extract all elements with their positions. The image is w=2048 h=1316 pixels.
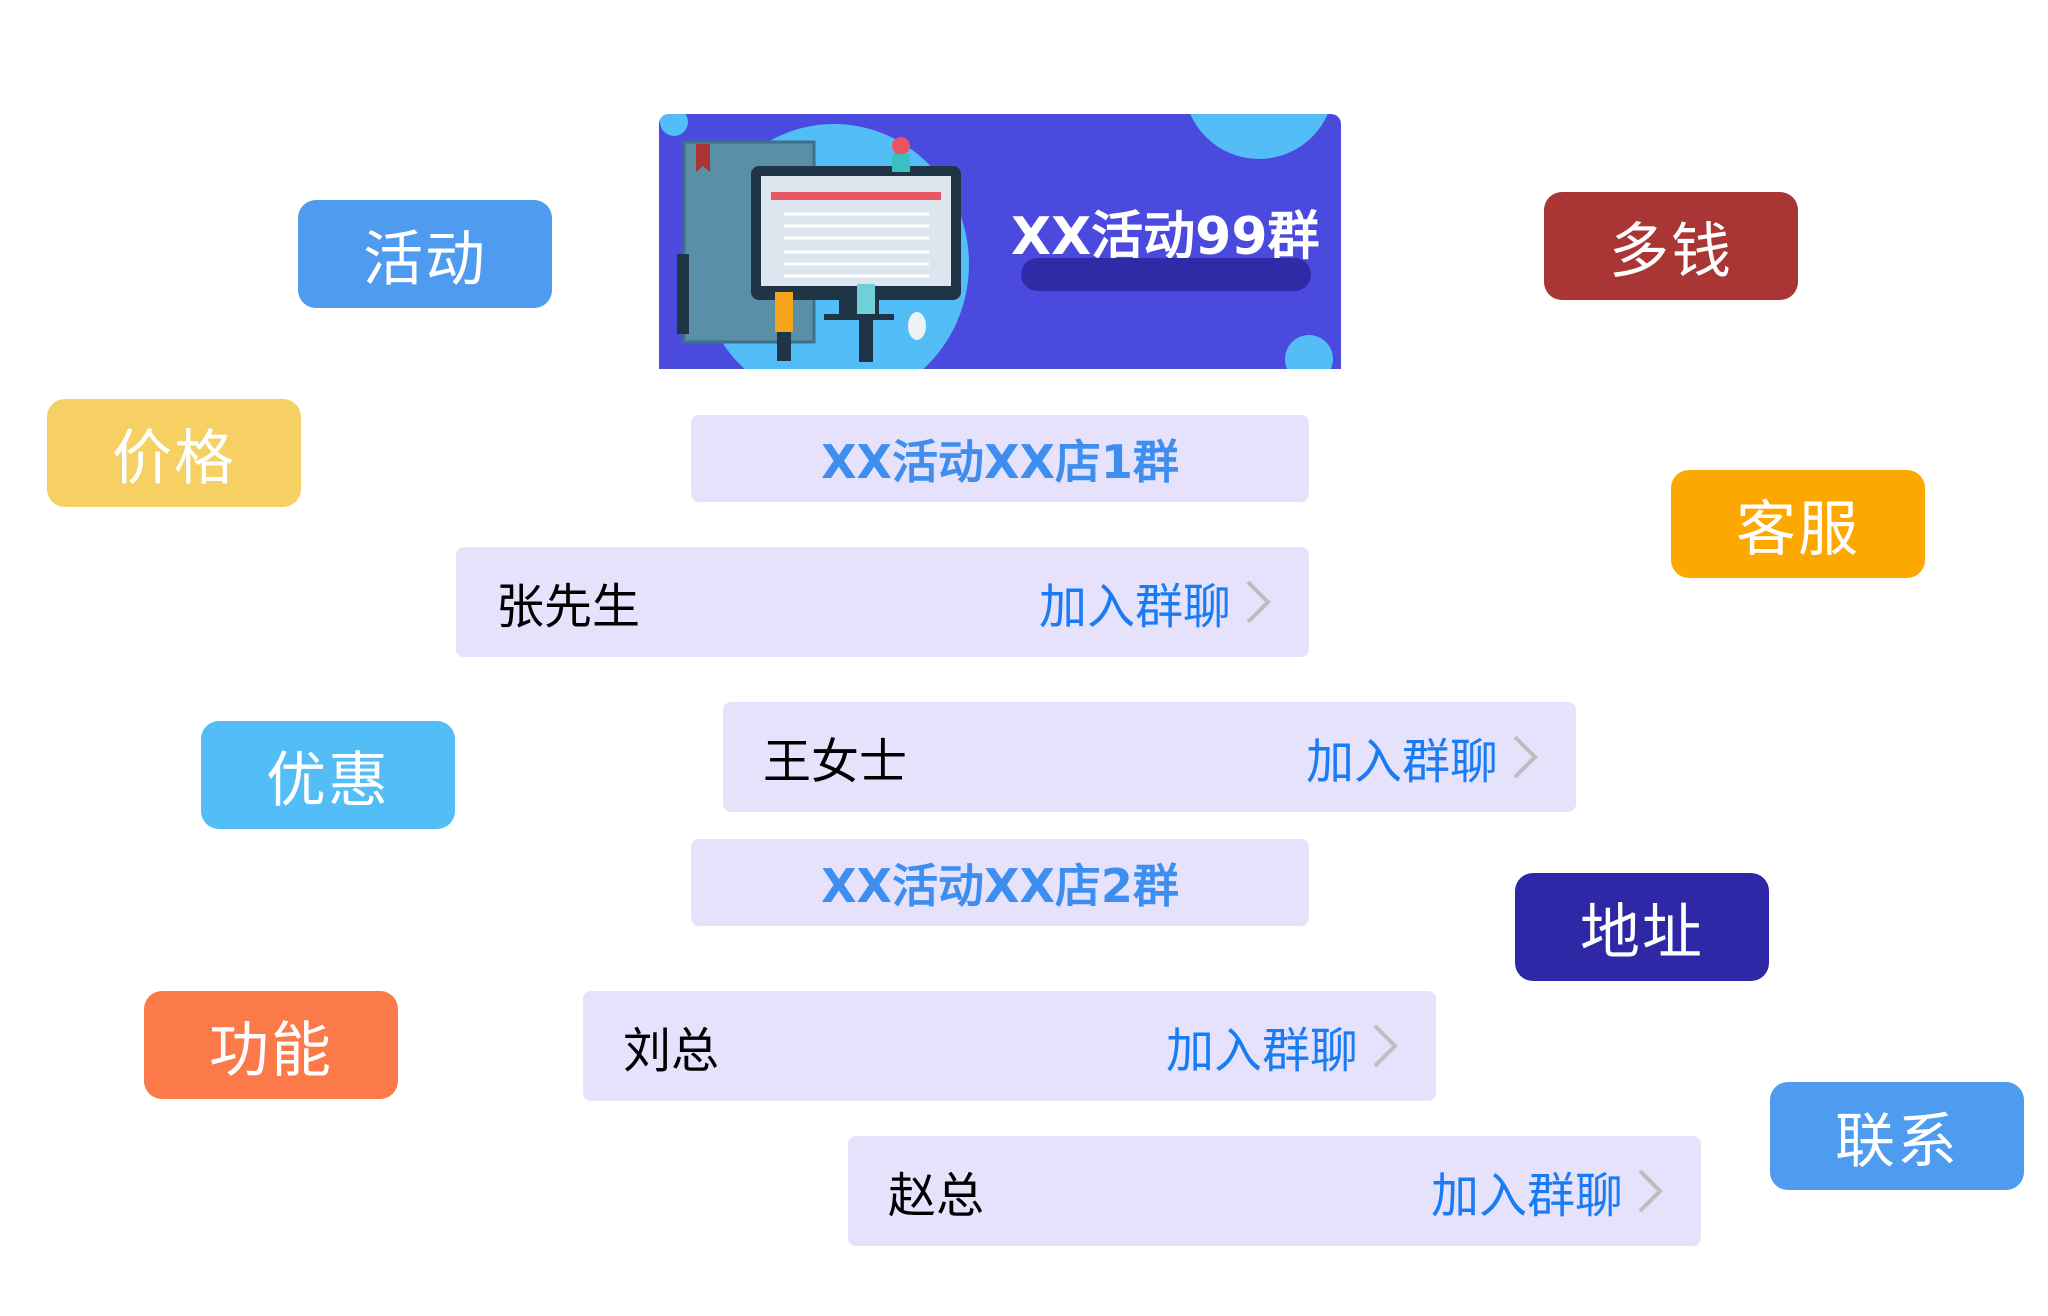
join-group-link[interactable]: 加入群聊 [1038, 579, 1231, 635]
contact-row[interactable]: 刘总 加入群聊 [583, 991, 1436, 1101]
contact-row[interactable]: 赵总 加入群聊 [848, 1136, 1701, 1246]
join-group-link[interactable]: 加入群聊 [1430, 1168, 1623, 1224]
tag-price[interactable]: 价格 [47, 399, 301, 507]
chevron-right-icon [1638, 1169, 1663, 1213]
tag-contact[interactable]: 联系 [1770, 1082, 2024, 1190]
join-group-link[interactable]: 加入群聊 [1305, 734, 1498, 790]
group-banner[interactable]: XX活动99群 [659, 114, 1341, 369]
banner-illustration [660, 114, 1333, 369]
chevron-right-icon [1373, 1024, 1398, 1068]
chevron-right-icon [1246, 580, 1271, 624]
group-header-2: XX活动XX店2群 [691, 839, 1309, 926]
contact-row[interactable]: 张先生 加入群聊 [456, 547, 1309, 657]
group-header-1: XX活动XX店1群 [691, 415, 1309, 502]
chevron-right-icon [1513, 735, 1538, 779]
contact-row[interactable]: 王女士 加入群聊 [723, 702, 1576, 812]
contact-name: 张先生 [496, 579, 641, 635]
contact-name: 赵总 [888, 1168, 985, 1224]
contact-name: 王女士 [763, 734, 908, 790]
tag-address[interactable]: 地址 [1515, 873, 1769, 981]
join-group-link[interactable]: 加入群聊 [1165, 1023, 1358, 1079]
banner-title: XX活动99群 [1011, 207, 1320, 267]
tag-activity[interactable]: 活动 [298, 200, 552, 308]
banner-pill-decoration [1021, 258, 1311, 291]
tag-customer-service[interactable]: 客服 [1671, 470, 1925, 578]
tag-discount[interactable]: 优惠 [201, 721, 455, 829]
contact-name: 刘总 [623, 1023, 720, 1079]
tag-how-much[interactable]: 多钱 [1544, 192, 1798, 300]
tag-features[interactable]: 功能 [144, 991, 398, 1099]
